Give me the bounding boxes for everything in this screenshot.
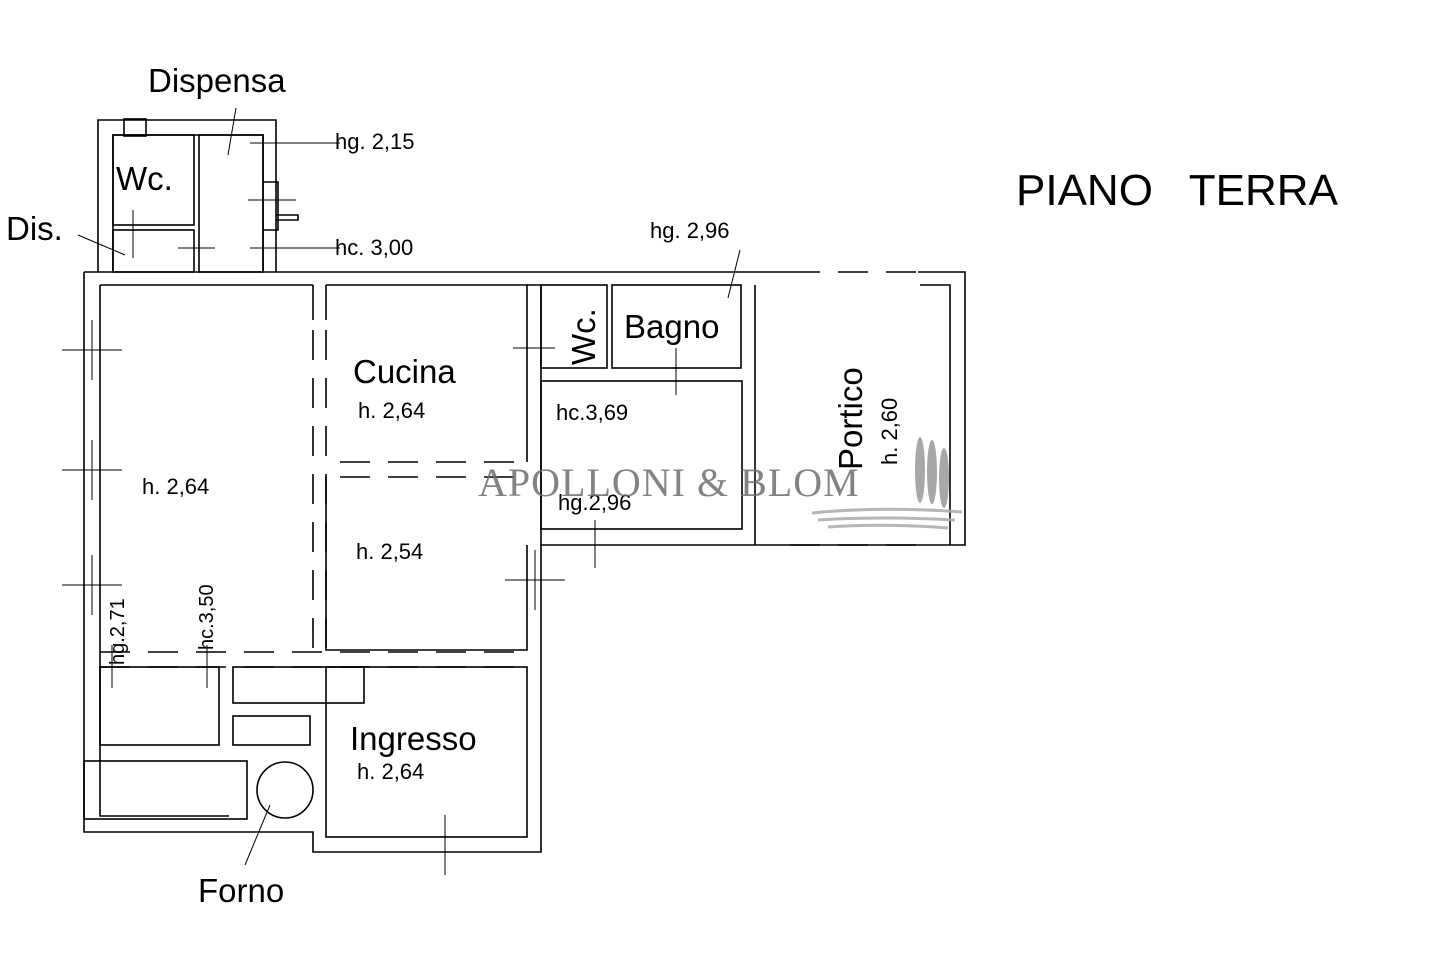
room-label-portico: Portico xyxy=(832,367,869,470)
height-main-room: h. 2,64 xyxy=(142,474,209,499)
height-hg-296-low: hg.2,96 xyxy=(558,490,631,515)
height-hg-215: hg. 2,15 xyxy=(335,129,415,154)
room-label-wc-top: Wc. xyxy=(116,160,173,197)
window-marks xyxy=(62,107,741,875)
floor-title: PIANO TERRA xyxy=(1016,166,1339,215)
cypress-logo-icon xyxy=(915,437,949,508)
room-label-ingresso: Ingresso xyxy=(350,720,477,757)
main-walls xyxy=(83,271,966,853)
height-hg-271: hg.2,71 xyxy=(107,598,129,665)
height-portico: h. 2,60 xyxy=(877,398,902,465)
room-label-forno: Forno xyxy=(198,872,284,909)
room-label-dispensa: Dispensa xyxy=(148,62,286,99)
room-label-wc-mid: Wc. xyxy=(565,308,602,365)
watermark-text: APOLLONI & BLOM xyxy=(478,460,860,505)
height-ingresso: h. 2,64 xyxy=(357,759,424,784)
watermark: APOLLONI & BLOM xyxy=(478,437,963,530)
height-hc-369: hc.3,69 xyxy=(556,400,628,425)
room-label-cucina: Cucina xyxy=(353,353,456,390)
height-cucina: h. 2,64 xyxy=(358,398,425,423)
room-label-dis: Dis. xyxy=(6,210,63,247)
height-room-254: h. 2,54 xyxy=(356,539,423,564)
room-label-bagno: Bagno xyxy=(624,308,719,345)
height-hc-300: hc. 3,00 xyxy=(335,235,413,260)
height-hg-296-top: hg. 2,96 xyxy=(650,218,730,243)
height-hc-350: hc.3,50 xyxy=(196,584,218,650)
